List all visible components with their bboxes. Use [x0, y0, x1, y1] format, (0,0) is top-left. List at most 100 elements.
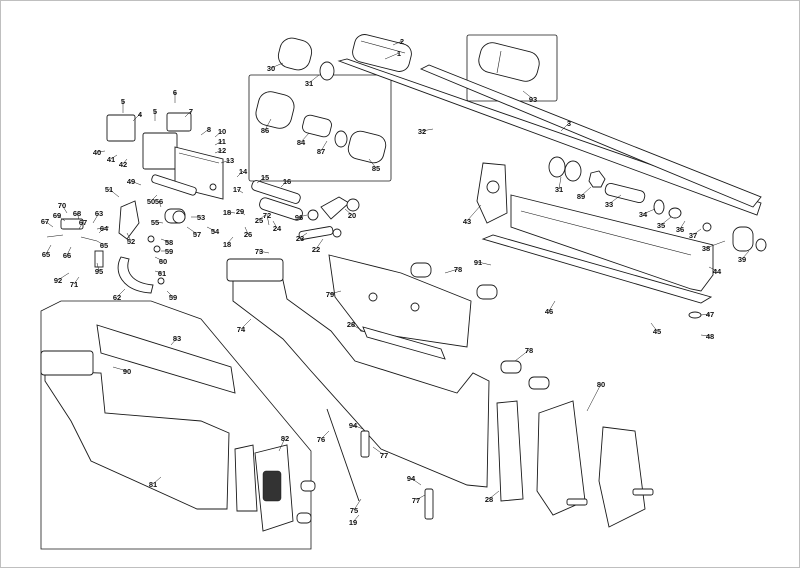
part-number-label: 26	[244, 230, 252, 239]
part-number-label: 61	[158, 269, 166, 278]
part-number-label: 20	[348, 211, 356, 220]
callout-leader-27	[239, 210, 246, 216]
part-number-label: 89	[577, 192, 585, 201]
callout-leader-98	[410, 477, 422, 486]
part-number-label: 74	[237, 325, 246, 334]
callout-leader-37	[705, 240, 726, 249]
part-number-label: 91	[474, 258, 482, 267]
part-number-label: 2	[400, 37, 404, 46]
callout-leader-7	[184, 110, 192, 118]
part-number-label: 11	[218, 137, 226, 146]
part-number-label: 5	[153, 107, 157, 116]
callout-leader-42	[466, 204, 482, 222]
part-number-label: 53	[197, 213, 205, 222]
callout-leader-70	[76, 212, 80, 220]
part-number-label: 80	[597, 380, 605, 389]
callout-leader-75	[258, 250, 270, 254]
part-number-label: 77	[412, 496, 420, 505]
part-number-label: 35	[657, 221, 665, 230]
callout-leader-87	[170, 337, 178, 346]
callout-leader-81	[444, 268, 459, 274]
part-number-label: 24	[273, 224, 282, 233]
part-number-label: 70	[58, 201, 66, 210]
part-number-label: 19	[349, 518, 357, 527]
butt-plate-group	[326, 360, 654, 528]
callout-leader-13	[236, 170, 244, 178]
callout-leader-66	[45, 244, 52, 255]
part-number-label: 73	[255, 247, 263, 256]
barrel-assembly	[255, 34, 767, 252]
callout-leader-57	[160, 238, 170, 243]
callout-leader-93	[112, 366, 128, 372]
part-number-label: 22	[312, 245, 320, 254]
part-number-label: 59	[169, 293, 177, 302]
part-number-label: 78	[525, 346, 533, 355]
callout-leader-46	[700, 313, 711, 316]
part-number-label: 94	[349, 421, 358, 430]
callout-leader-8	[200, 128, 210, 136]
callout-leader-34	[660, 216, 672, 226]
part-number-label: 14	[239, 167, 248, 176]
part-number-label: 60	[159, 257, 167, 266]
part-number-label: 6	[173, 88, 177, 97]
part-number-label: 77	[380, 451, 388, 460]
callout-leader-38	[741, 250, 750, 260]
part-number-label: 63	[95, 209, 103, 218]
callout-leader-19	[344, 208, 353, 216]
callout-leader-63	[92, 212, 100, 224]
callout-leader-74	[266, 214, 270, 226]
callout-leader-56	[186, 226, 198, 235]
part-number-label: 92	[54, 276, 62, 285]
part-number-label: 62	[113, 293, 121, 302]
part-number-label: 78	[454, 265, 462, 274]
part-number-label: 50	[147, 197, 155, 206]
part-number-label: 45	[653, 327, 661, 336]
part-number-label: 76	[317, 435, 325, 444]
callout-leader-51	[126, 232, 132, 242]
part-number-label: 55	[151, 218, 159, 227]
part-number-label: 25	[255, 216, 263, 225]
callout-leader-20	[315, 238, 324, 250]
muzzle-kit-frame	[248, 74, 392, 182]
main-stock	[226, 254, 498, 488]
callout-leader-76	[240, 318, 252, 330]
callout-leader-39	[96, 150, 106, 153]
part-number-label: 66	[63, 251, 71, 260]
callout-leader-91	[320, 140, 328, 152]
callout-leader-79	[372, 446, 385, 456]
part-number-label: 36	[676, 225, 684, 234]
callout-leader-54	[154, 221, 164, 224]
part-number-label: 46	[545, 307, 553, 316]
part-number-label: 12	[218, 146, 226, 155]
part-number-label: 31	[305, 79, 313, 88]
callout-leader-94	[477, 261, 492, 266]
callout-leader-68	[44, 220, 54, 228]
part-number-label: 13	[226, 156, 234, 165]
part-number-label: 69	[53, 211, 61, 220]
part-number-label: 59	[165, 247, 173, 256]
part-number-label: 75	[350, 506, 358, 515]
callout-leader-2	[560, 122, 570, 132]
callout-leader-101	[352, 514, 360, 523]
callout-leader-62	[116, 288, 126, 298]
part-number-label: 65	[42, 250, 50, 259]
callout-leader-3	[132, 113, 141, 122]
callout-leader-41	[122, 158, 128, 165]
callout-leader-18	[226, 236, 234, 245]
part-number-label: 79	[326, 290, 334, 299]
part-number-label: 18	[223, 240, 231, 249]
part-number-label: 28	[485, 495, 493, 504]
callout-leader-59	[166, 290, 174, 298]
callout-leader-89	[368, 158, 377, 169]
callout-leader-84	[586, 383, 602, 412]
part-number-label: 57	[193, 230, 201, 239]
callout-leader-82	[514, 349, 530, 362]
callout-leader-0	[384, 52, 400, 60]
callout-leader-9	[214, 130, 223, 138]
part-number-label: 93	[529, 95, 537, 104]
callout-leader-11	[214, 149, 223, 154]
callout-leader-80	[415, 494, 426, 501]
part-number-label: 40	[93, 148, 101, 157]
callout-leader-97	[352, 424, 364, 430]
